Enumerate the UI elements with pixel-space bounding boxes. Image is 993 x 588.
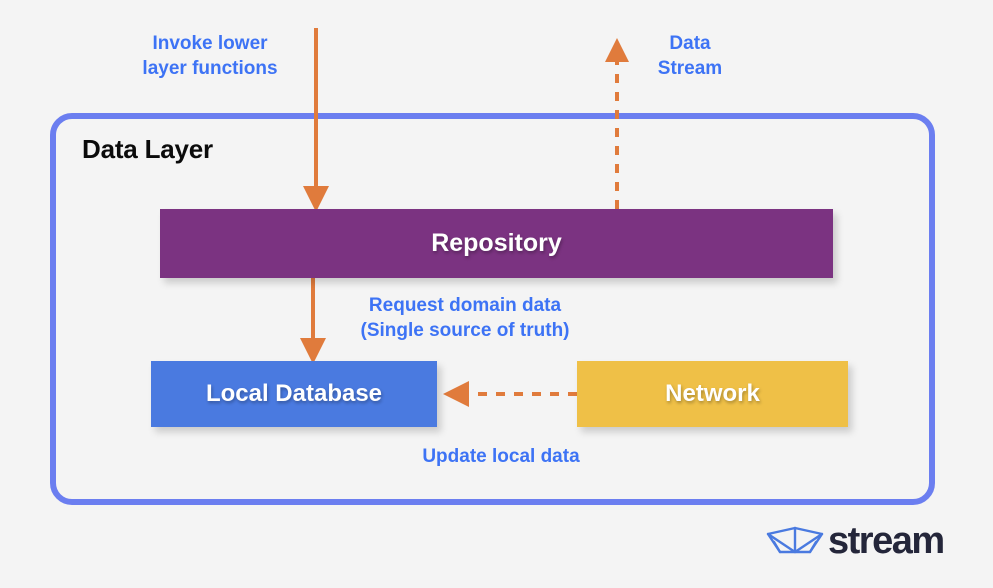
node-repository-label: Repository [431, 229, 562, 257]
paper-boat-icon [766, 526, 824, 554]
data-layer-container [50, 113, 935, 505]
node-local-database[interactable]: Local Database [151, 361, 437, 427]
connector-label-update-local-data: Update local data [422, 446, 580, 467]
node-repository[interactable]: Repository [160, 209, 833, 278]
connector-label-data-stream: Data Stream [657, 33, 723, 80]
node-network[interactable]: Network [577, 361, 848, 427]
brand-logo: stream [766, 520, 945, 562]
data-layer-title: Data Layer [82, 134, 213, 164]
node-local-database-label: Local Database [205, 380, 383, 407]
brand-name: stream [828, 520, 945, 562]
connector-label-invoke: Invoke lower layer functions [142, 33, 278, 80]
node-network-label: Network [665, 380, 760, 407]
connector-label-request-domain-data: Request domain data (Single source of tr… [360, 295, 570, 342]
